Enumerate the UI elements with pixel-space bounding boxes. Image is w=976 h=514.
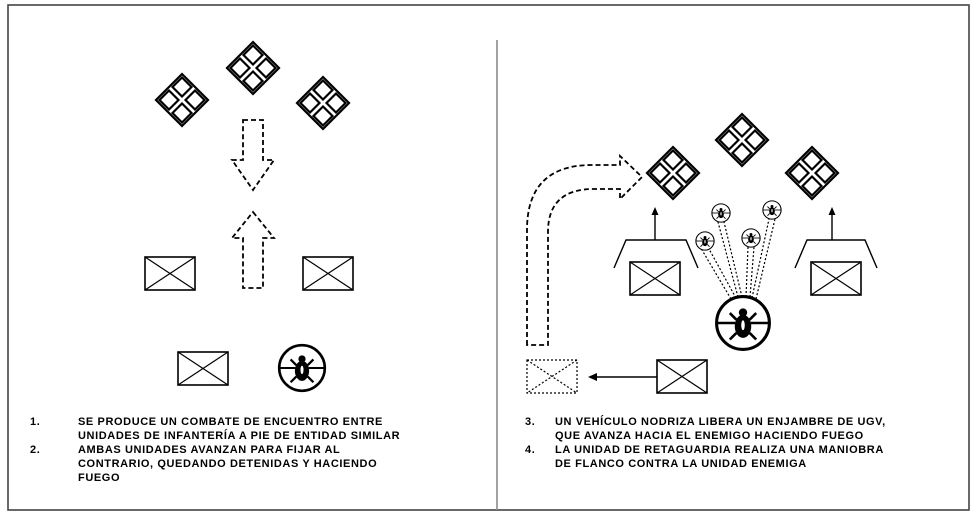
step-4: 4. LA UNIDAD DE RETAGUARDIA REALIZA UNA … xyxy=(525,444,884,470)
fire-arrow-head xyxy=(651,207,659,215)
swarm-ugv-icon xyxy=(695,231,715,251)
step-1: 1. SE PRODUCE UN COMBATE DE ENCUENTRO EN… xyxy=(30,416,400,442)
ugv-mothership-icon xyxy=(277,343,327,393)
cover-roof xyxy=(794,239,878,269)
step-2: 2. AMBAS UNIDADES AVANZAN PARA FIJAR AL … xyxy=(30,444,377,484)
friendly-unit-icon xyxy=(302,256,354,291)
friendly-unit-icon xyxy=(810,261,862,296)
move-arrow-head xyxy=(588,373,597,381)
step-line: LA UNIDAD DE RETAGUARDIA REALIZA UNA MAN… xyxy=(555,444,884,456)
ugv-mothership-icon xyxy=(715,295,771,351)
fire-arrow-head xyxy=(828,207,836,215)
right-panel: 3. UN VEHÍCULO NODRIZA LIBERA UN ENJAMBR… xyxy=(525,112,886,470)
flanking-maneuver-arrow xyxy=(526,153,644,346)
enemy-unit-icon xyxy=(645,145,701,201)
enemy-unit-icon xyxy=(154,72,210,128)
swarm-links xyxy=(701,218,776,300)
rear-friendly-unit-icon xyxy=(177,351,229,386)
advance-up-arrow xyxy=(230,210,276,289)
step-number: 1. xyxy=(30,416,40,428)
step-3: 3. UN VEHÍCULO NODRIZA LIBERA UN ENJAMBR… xyxy=(525,415,886,442)
step-line: UN VEHÍCULO NODRIZA LIBERA UN ENJAMBRE D… xyxy=(555,415,886,428)
enemy-unit-icon xyxy=(784,145,840,201)
cover-roof xyxy=(613,239,699,269)
left-panel: 1. SE PRODUCE UN COMBATE DE ENCUENTRO EN… xyxy=(30,40,400,484)
flank-start-position xyxy=(526,359,578,394)
step-line: QUE AVANZA HACIA EL ENEMIGO HACIENDO FUE… xyxy=(555,430,864,442)
step-line: FUEGO xyxy=(78,472,120,484)
fixed-friendly-unit-left xyxy=(613,207,699,296)
step-line: DE FLANCO CONTRA LA UNIDAD ENEMIGA xyxy=(555,458,807,470)
step-line: AMBAS UNIDADES AVANZAN PARA FIJAR AL xyxy=(78,444,340,456)
step-line: CONTRARIO, QUEDANDO DETENIDAS Y HACIENDO xyxy=(78,458,377,470)
swarm-ugv-icon xyxy=(711,203,731,223)
fixed-friendly-unit-right xyxy=(794,207,878,296)
friendly-unit-icon xyxy=(144,256,196,291)
swarm-ugv-icon xyxy=(762,200,782,220)
enemy-unit-icon xyxy=(714,112,770,168)
outer-frame xyxy=(7,4,970,511)
advance-down-arrow xyxy=(230,119,276,192)
swarm-ugv-icon xyxy=(741,228,761,248)
friendly-unit-icon xyxy=(629,261,681,296)
rear-friendly-unit-icon xyxy=(656,359,708,394)
step-line: SE PRODUCE UN COMBATE DE ENCUENTRO ENTRE xyxy=(78,416,383,428)
step-line: UNIDADES DE INFANTERÍA A PIE DE ENTIDAD … xyxy=(78,429,400,442)
enemy-unit-icon xyxy=(295,75,351,131)
planned-position-box xyxy=(526,359,578,394)
enemy-unit-icon xyxy=(225,40,281,96)
step-number: 4. xyxy=(525,444,535,456)
step-number: 2. xyxy=(30,444,40,456)
step-number: 3. xyxy=(525,416,535,428)
